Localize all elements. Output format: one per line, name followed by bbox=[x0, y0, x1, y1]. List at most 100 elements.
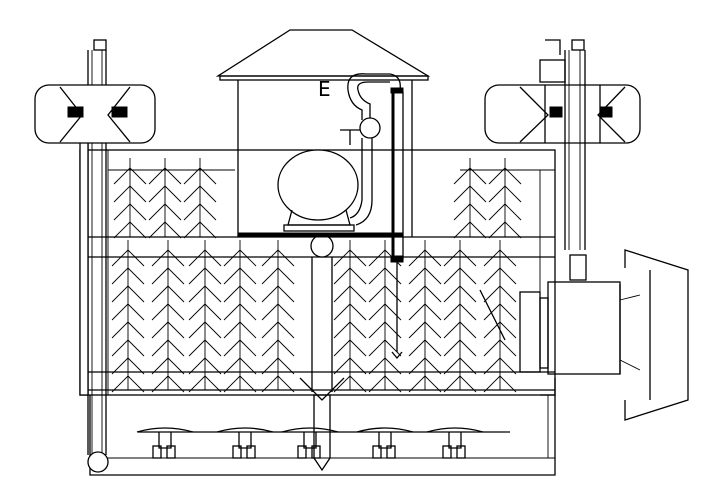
media-stroke bbox=[349, 321, 367, 339]
media-stroke bbox=[277, 321, 295, 339]
media-stroke bbox=[188, 249, 206, 267]
media-stroke bbox=[183, 203, 201, 221]
media-stroke bbox=[424, 267, 442, 285]
media-stroke bbox=[148, 167, 166, 185]
media-stroke bbox=[277, 303, 295, 321]
media-stroke bbox=[261, 285, 279, 303]
diffuser-head bbox=[136, 427, 194, 433]
media-stroke bbox=[129, 167, 147, 185]
media-stroke bbox=[223, 339, 241, 357]
media-stroke bbox=[188, 267, 206, 285]
lower-basin bbox=[89, 395, 556, 476]
media-stroke bbox=[188, 339, 206, 357]
media-stroke bbox=[333, 285, 351, 303]
media-stroke bbox=[164, 203, 182, 221]
media-stroke bbox=[204, 303, 222, 321]
media-stroke bbox=[459, 321, 477, 339]
media-stroke bbox=[488, 185, 506, 203]
media-stroke bbox=[183, 221, 201, 239]
media-stroke bbox=[148, 221, 166, 239]
media-stroke bbox=[204, 375, 222, 393]
media-stroke bbox=[499, 285, 517, 303]
media-stroke bbox=[261, 303, 279, 321]
media-stroke bbox=[349, 285, 367, 303]
media-stroke bbox=[151, 285, 169, 303]
media-stroke bbox=[424, 303, 442, 321]
media-stroke bbox=[349, 303, 367, 321]
media-stroke bbox=[499, 339, 517, 357]
media-stroke bbox=[499, 267, 517, 285]
media-stroke bbox=[368, 303, 386, 321]
media-stroke bbox=[239, 303, 257, 321]
media-stroke bbox=[459, 267, 477, 285]
media-stroke bbox=[333, 375, 351, 393]
media-stroke bbox=[408, 285, 426, 303]
media-stroke bbox=[167, 339, 185, 357]
diffuser-head bbox=[442, 445, 452, 459]
media-stroke bbox=[127, 357, 145, 375]
media-stroke bbox=[113, 167, 131, 185]
media-stroke bbox=[151, 339, 169, 357]
right-lift-pipe bbox=[539, 39, 587, 281]
media-stroke bbox=[261, 249, 279, 267]
media-stroke bbox=[504, 185, 522, 203]
media-stroke bbox=[183, 185, 201, 203]
diffuser-head bbox=[456, 445, 466, 459]
media-stroke bbox=[459, 357, 477, 375]
media-stroke bbox=[368, 267, 386, 285]
media-stroke bbox=[167, 267, 185, 285]
media-stroke bbox=[483, 303, 501, 321]
media-stroke bbox=[333, 249, 351, 267]
media-stroke bbox=[384, 321, 402, 339]
media-stroke bbox=[151, 267, 169, 285]
diffuser-head bbox=[281, 427, 339, 433]
diffuser-head bbox=[372, 445, 382, 459]
diffuser-head bbox=[426, 427, 484, 433]
media-stroke bbox=[261, 357, 279, 375]
media-stroke bbox=[129, 203, 147, 221]
media-stroke bbox=[368, 357, 386, 375]
media-stroke bbox=[499, 249, 517, 267]
media-stroke bbox=[368, 321, 386, 339]
media-stroke bbox=[453, 203, 471, 221]
diffuser-head bbox=[297, 445, 307, 459]
media-stroke bbox=[183, 167, 201, 185]
media-stroke bbox=[127, 339, 145, 357]
media-stroke bbox=[333, 267, 351, 285]
media-stroke bbox=[113, 185, 131, 203]
media-stroke bbox=[188, 303, 206, 321]
media-stroke bbox=[151, 249, 169, 267]
media-stroke bbox=[239, 375, 257, 393]
media-stroke bbox=[408, 249, 426, 267]
media-stroke bbox=[459, 375, 477, 393]
media-stroke bbox=[499, 375, 517, 393]
pump-unit bbox=[277, 73, 401, 232]
media-stroke bbox=[188, 375, 206, 393]
media-stroke bbox=[167, 303, 185, 321]
media-stroke bbox=[113, 203, 131, 221]
media-stroke bbox=[384, 303, 402, 321]
media-stroke bbox=[239, 357, 257, 375]
media-stroke bbox=[127, 375, 145, 393]
media-stroke bbox=[261, 375, 279, 393]
media-stroke bbox=[148, 185, 166, 203]
media-stroke bbox=[188, 357, 206, 375]
media-stroke bbox=[127, 249, 145, 267]
media-stroke bbox=[443, 285, 461, 303]
diffuser-head bbox=[386, 445, 396, 459]
media-stroke bbox=[223, 357, 241, 375]
media-stroke bbox=[111, 303, 129, 321]
media-stroke bbox=[504, 167, 522, 185]
media-stroke bbox=[443, 357, 461, 375]
media-stroke bbox=[111, 285, 129, 303]
diffuser-head bbox=[158, 432, 172, 449]
diffuser-head bbox=[166, 445, 176, 459]
media-stroke bbox=[368, 339, 386, 357]
media-stroke bbox=[384, 285, 402, 303]
media-stroke bbox=[199, 185, 217, 203]
media-stroke bbox=[408, 321, 426, 339]
media-stroke bbox=[443, 249, 461, 267]
media-stroke bbox=[223, 321, 241, 339]
media-stroke bbox=[408, 339, 426, 357]
